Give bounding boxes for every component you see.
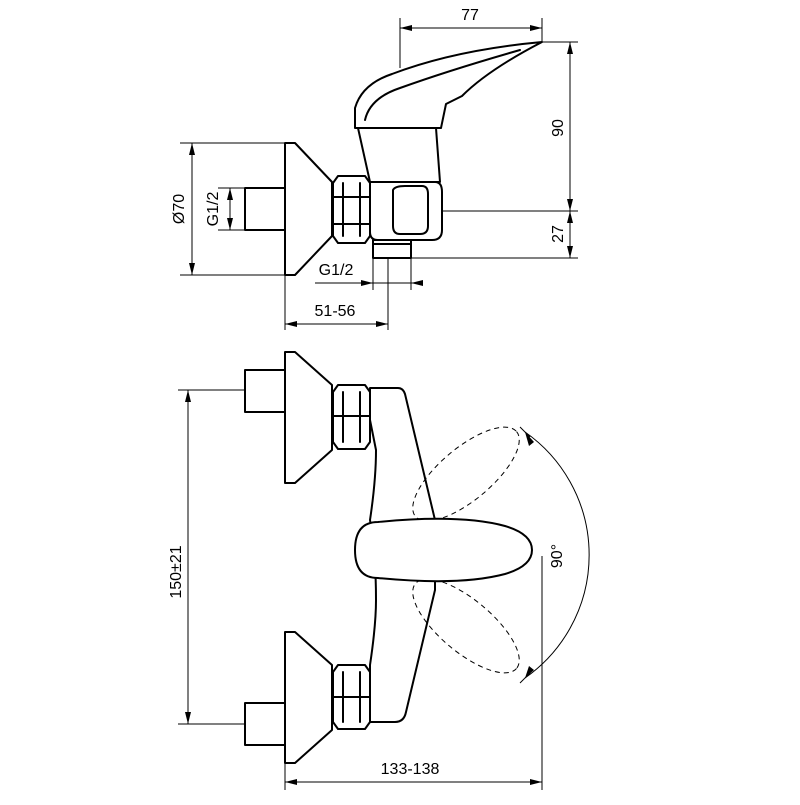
height-label: 90 [550, 119, 567, 137]
spout-reach-label: 77 [461, 7, 479, 24]
rotation-label: 90° [549, 544, 566, 568]
wall-offset-label: 51-56 [315, 303, 356, 320]
wall-flange [284, 142, 333, 276]
handle-position-down [412, 578, 520, 674]
outlet-thread-label: G1/2 [319, 262, 354, 279]
lever-edge [364, 49, 521, 121]
side-view [244, 41, 578, 276]
mixer-handle [354, 517, 533, 583]
inlet-pipe [244, 187, 286, 231]
top-wall-flange [284, 351, 333, 484]
rotation-arc [524, 431, 590, 679]
bottom-inlet-pipe [244, 702, 286, 746]
front-view-dimensions: 150±21 133-138 [168, 389, 543, 790]
hex-nut [332, 175, 371, 244]
valve-body [357, 127, 441, 183]
overall-width-label: 133-138 [381, 761, 440, 778]
inlet-thread-label: G1/2 [205, 192, 222, 227]
flange-diameter-label: Ø70 [171, 194, 188, 224]
top-inlet-pipe [244, 369, 286, 413]
center-distance-label: 150±21 [168, 545, 185, 598]
outlet-thread [372, 239, 412, 259]
bottom-wall-flange [284, 631, 333, 764]
handle-position-up [412, 426, 520, 522]
valve-housing [369, 181, 443, 241]
housing-recess [392, 185, 429, 235]
side-view-dimensions: 77 90 27 Ø70 G1/2 G1/2 [171, 7, 578, 330]
outlet-depth-label: 27 [550, 225, 567, 243]
front-view: 90° [244, 351, 590, 764]
lever-handle [354, 41, 543, 129]
